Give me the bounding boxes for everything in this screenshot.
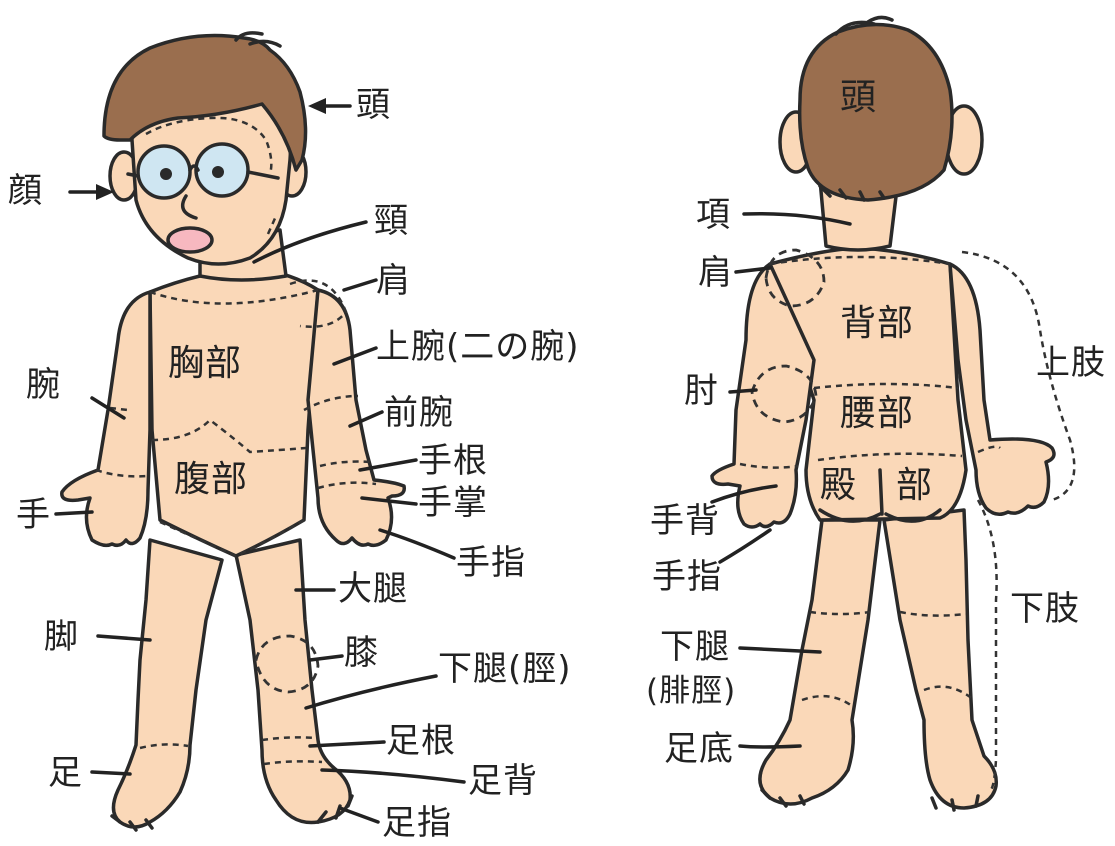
label-hand: 手 bbox=[16, 495, 51, 535]
back-right-arm bbox=[948, 262, 1056, 516]
label-upper-arm: 上腕(二の腕) bbox=[376, 327, 580, 367]
label-lower-back: 腰部 bbox=[840, 393, 915, 434]
label-ankle: 足根 bbox=[386, 721, 456, 761]
label-chest: 胸部 bbox=[168, 343, 243, 384]
label-toes: 足指 bbox=[382, 803, 452, 843]
label-leg: 脚 bbox=[44, 617, 79, 657]
label-neck: 頸 bbox=[374, 201, 409, 241]
label-shoulder-front: 肩 bbox=[376, 261, 411, 301]
label-knee: 膝 bbox=[344, 633, 379, 673]
label-arm: 腕 bbox=[26, 365, 61, 405]
label-hand-back: 手背 bbox=[650, 501, 720, 541]
front-mouth bbox=[166, 226, 214, 254]
label-wrist: 手根 bbox=[418, 441, 488, 481]
label-nape: 項 bbox=[696, 195, 731, 235]
label-fingers-front: 手指 bbox=[456, 543, 526, 583]
front-left-leg bbox=[111, 538, 224, 829]
label-abdomen: 腹部 bbox=[174, 459, 249, 500]
label-buttock-left: 殿 bbox=[820, 465, 858, 506]
front-left-arm bbox=[60, 290, 152, 548]
label-head-front: 頭 bbox=[356, 85, 391, 125]
label-lower-leg-front: 下腿(脛) bbox=[438, 649, 572, 689]
label-instep: 足背 bbox=[468, 761, 538, 801]
back-figure bbox=[710, 15, 1076, 812]
label-head-back: 頭 bbox=[840, 77, 878, 118]
label-forearm: 前腕 bbox=[384, 393, 454, 433]
label-buttock-right: 部 bbox=[896, 465, 934, 506]
back-left-leg bbox=[758, 518, 882, 806]
label-fingers-back: 手指 bbox=[652, 557, 722, 597]
back-right-leg bbox=[882, 508, 998, 810]
label-foot: 足 bbox=[48, 753, 83, 793]
back-left-arm bbox=[710, 262, 816, 529]
label-palm: 手掌 bbox=[418, 483, 488, 523]
label-lower-leg-back: 下腿 bbox=[660, 627, 730, 667]
label-shoulder-back: 肩 bbox=[698, 253, 733, 293]
leader-lines bbox=[54, 98, 852, 824]
front-right-leg bbox=[234, 538, 352, 825]
label-back: 背部 bbox=[840, 303, 915, 344]
label-calf: (腓脛) bbox=[646, 673, 737, 709]
front-hair bbox=[102, 33, 308, 172]
label-elbow: 肘 bbox=[684, 371, 719, 411]
front-right-arm bbox=[306, 288, 406, 548]
front-figure bbox=[60, 31, 406, 832]
label-face: 顔 bbox=[8, 171, 43, 211]
label-upper-limb: 上肢 bbox=[1036, 343, 1106, 383]
front-torso bbox=[148, 266, 320, 558]
label-sole: 足底 bbox=[664, 729, 734, 769]
label-lower-limb: 下肢 bbox=[1010, 589, 1080, 629]
label-thigh: 大腿 bbox=[338, 569, 408, 609]
